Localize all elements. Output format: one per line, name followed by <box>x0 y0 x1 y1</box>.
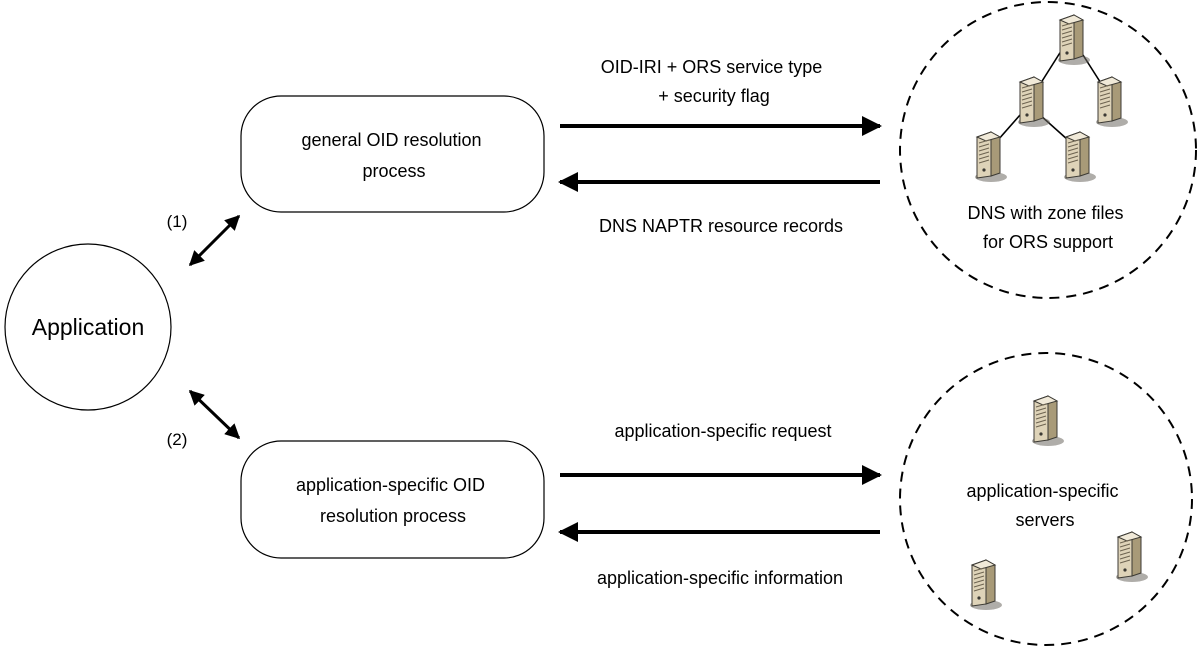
dns-tree-link-mid-left <box>997 114 1021 141</box>
general-resolution-process-node <box>240 95 545 213</box>
dns-response-label: DNS NAPTR resource records <box>599 216 843 236</box>
application-label: Application <box>32 314 145 340</box>
dns-cloud-label-line1: DNS with zone files <box>967 203 1123 223</box>
specific-process-label-line1: application-specific OID <box>296 475 485 495</box>
specific-server-left-icon <box>969 559 1003 611</box>
dns-request-label-line2: + security flag <box>658 86 770 106</box>
dns-right-server-icon <box>1095 76 1129 128</box>
step-1-label: (1) <box>167 212 188 231</box>
step-2-label: (2) <box>167 430 188 449</box>
specific-resolution-process-node <box>240 440 545 559</box>
link-application-general <box>188 214 241 267</box>
servers-cloud-label-line2: servers <box>1015 510 1074 530</box>
general-process-label-line1: general OID resolution <box>301 130 481 150</box>
app-request-label: application-specific request <box>614 421 831 441</box>
dns-root-server-icon <box>1057 14 1091 66</box>
dns-right-leaf-server-icon <box>1063 131 1097 183</box>
servers-cloud-label-line1: application-specific <box>966 481 1118 501</box>
specific-process-label: application-specific OID resolution proc… <box>296 475 490 526</box>
dns-request-label-line1: OID-IRI + ORS service type <box>601 57 823 77</box>
dns-cloud <box>899 1 1197 299</box>
application-node <box>4 243 172 411</box>
general-process-label-line2: process <box>362 161 425 181</box>
dns-left-leaf-server-icon <box>974 131 1008 183</box>
app-response-label: application-specific information <box>597 568 843 588</box>
dns-cloud-label-line2: for ORS support <box>983 232 1113 252</box>
specific-server-top-icon <box>1031 395 1065 447</box>
general-process-label: general OID resolution process <box>301 130 486 181</box>
dns-request-label: OID-IRI + ORS service type + security fl… <box>601 57 828 106</box>
specific-process-label-line2: resolution process <box>320 506 466 526</box>
link-application-specific <box>188 389 241 440</box>
dns-cloud-label: DNS with zone files for ORS support <box>967 203 1128 252</box>
specific-server-right-icon <box>1115 531 1149 583</box>
dns-mid-server-icon <box>1017 76 1051 128</box>
servers-cloud <box>899 352 1193 646</box>
servers-cloud-label: application-specific servers <box>966 481 1123 530</box>
